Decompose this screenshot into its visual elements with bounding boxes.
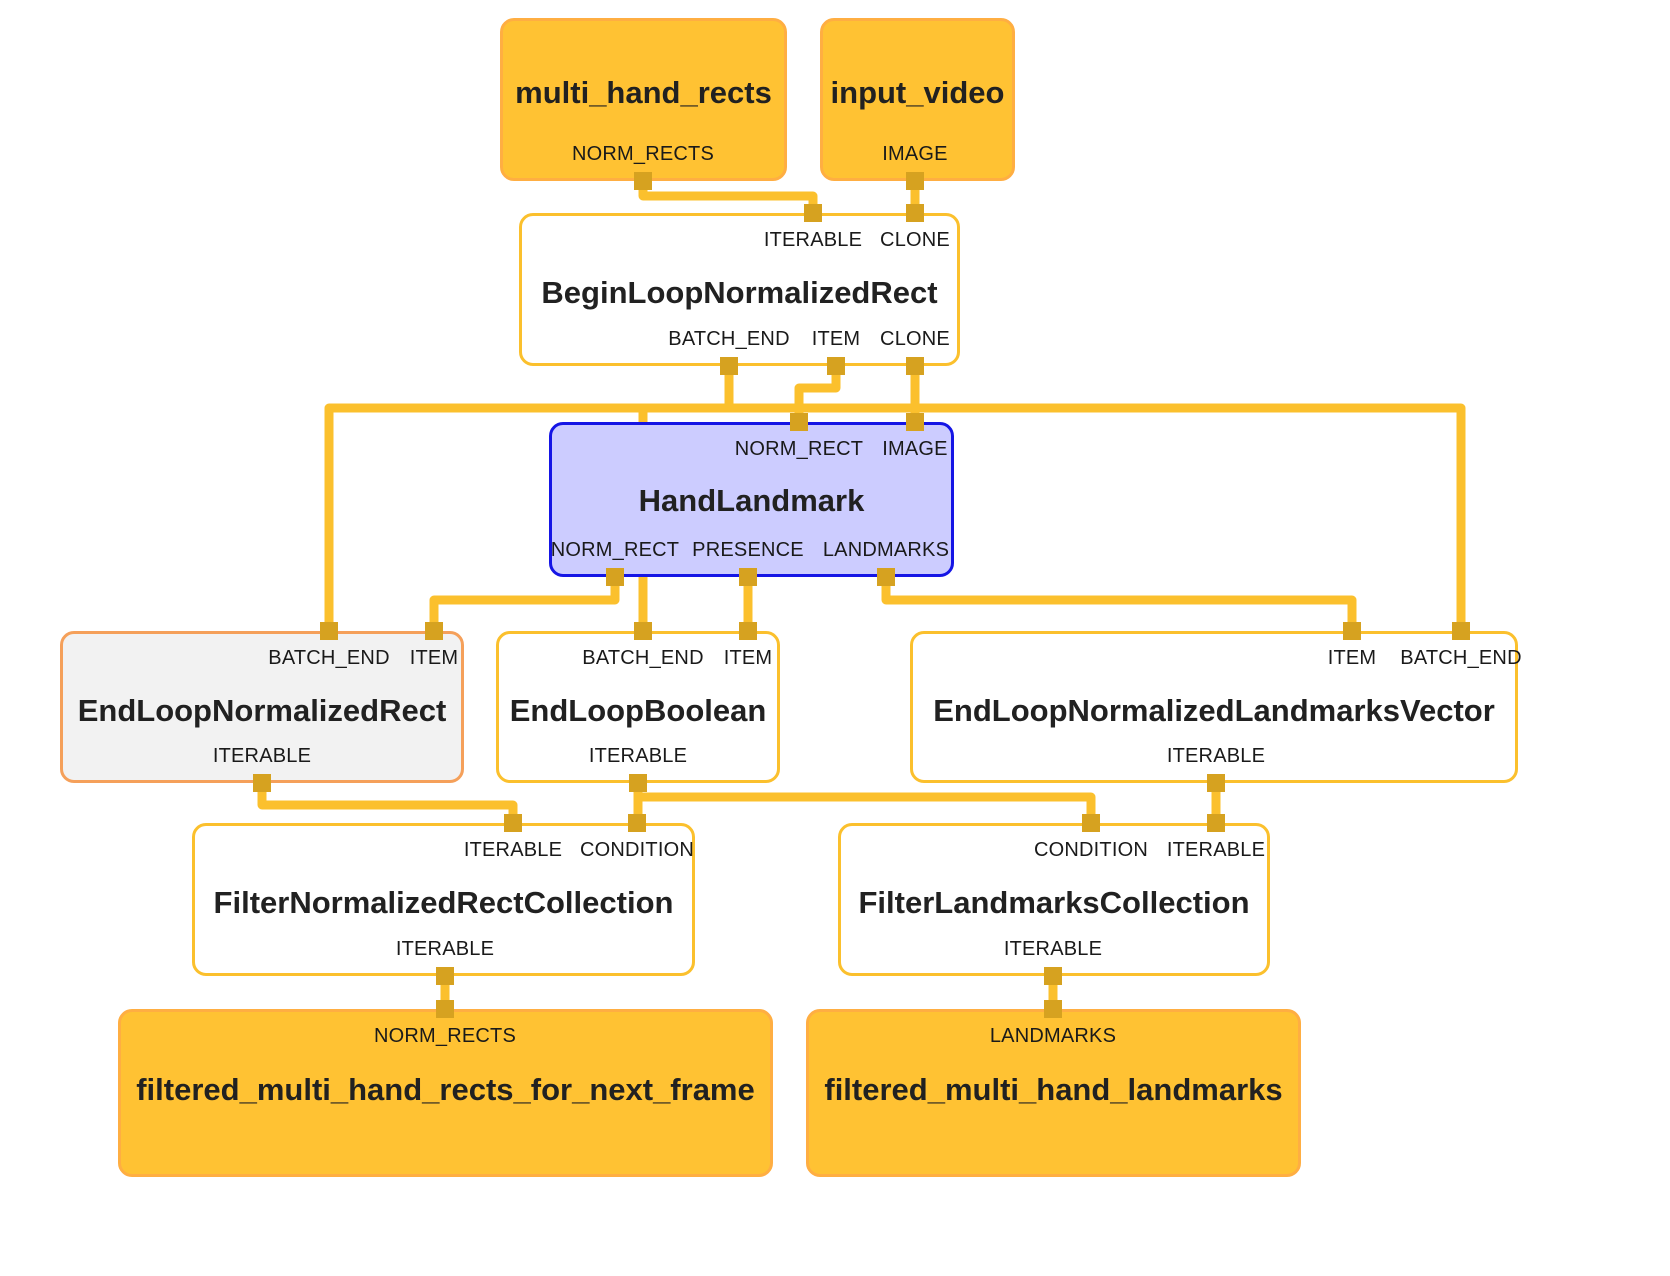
port-in-clone[interactable]: [906, 204, 924, 222]
node-filtered_multi_hand_landmarks[interactable]: filtered_multi_hand_landmarks: [806, 1009, 1301, 1177]
node-filtered_multi_hand_rects_for_next_frame[interactable]: filtered_multi_hand_rects_for_next_frame: [118, 1009, 773, 1177]
node-title: BeginLoopNormalizedRect: [541, 275, 938, 310]
port-in-item[interactable]: [425, 622, 443, 640]
node-title: FilterLandmarksCollection: [858, 885, 1250, 920]
edge[interactable]: [638, 181, 818, 213]
node-title: HandLandmark: [638, 483, 865, 518]
port-out-norm_rects[interactable]: [634, 172, 652, 190]
port-label-out-clone: CLONE: [880, 328, 950, 350]
port-out-norm_rect[interactable]: [606, 568, 624, 586]
node-title: filtered_multi_hand_landmarks: [824, 1072, 1283, 1107]
port-label-out-landmarks: LANDMARKS: [822, 539, 950, 561]
port-in-iterable[interactable]: [1207, 814, 1225, 832]
port-label-out-norm_rect: NORM_RECT: [550, 539, 680, 561]
node-multi_hand_rects[interactable]: multi_hand_rects: [500, 18, 787, 181]
node-title: FilterNormalizedRectCollection: [213, 885, 674, 920]
port-out-iterable[interactable]: [629, 774, 647, 792]
port-in-landmarks[interactable]: [1044, 1000, 1062, 1018]
port-in-iterable[interactable]: [804, 204, 822, 222]
port-out-batch_end[interactable]: [720, 357, 738, 375]
port-label-in-item: ITEM: [723, 647, 773, 669]
port-in-norm_rect[interactable]: [790, 413, 808, 431]
port-in-batch_end[interactable]: [320, 622, 338, 640]
node-title: EndLoopBoolean: [509, 693, 767, 728]
port-label-in-landmarks: LANDMARKS: [989, 1025, 1117, 1047]
port-label-in-iterable: ITERABLE: [463, 839, 563, 861]
port-in-item[interactable]: [1343, 622, 1361, 640]
port-in-batch_end[interactable]: [634, 622, 652, 640]
port-label-in-item: ITEM: [1327, 647, 1377, 669]
node-EndLoopNormalizedRect[interactable]: EndLoopNormalizedRect: [60, 631, 464, 783]
port-label-in-condition: CONDITION: [1033, 839, 1149, 861]
port-label-in-item: ITEM: [409, 647, 459, 669]
port-in-batch_end[interactable]: [1452, 622, 1470, 640]
edge[interactable]: [881, 577, 1357, 631]
port-label-out-iterable: ITERABLE: [588, 745, 688, 767]
port-label-out-item: ITEM: [811, 328, 861, 350]
port-label-in-batch_end: BATCH_END: [268, 647, 390, 669]
node-title: filtered_multi_hand_rects_for_next_frame: [136, 1072, 755, 1107]
port-out-iterable[interactable]: [1044, 967, 1062, 985]
port-label-out-iterable: ITERABLE: [1003, 938, 1103, 960]
port-label-out-iterable: ITERABLE: [212, 745, 312, 767]
port-out-landmarks[interactable]: [877, 568, 895, 586]
port-label-in-clone: CLONE: [880, 229, 950, 251]
port-label-out-batch_end: BATCH_END: [668, 328, 790, 350]
edge[interactable]: [324, 366, 734, 631]
port-label-out-norm_rects: NORM_RECTS: [571, 143, 715, 165]
port-in-iterable[interactable]: [504, 814, 522, 832]
port-in-condition[interactable]: [1082, 814, 1100, 832]
port-label-in-condition: CONDITION: [579, 839, 695, 861]
node-title: EndLoopNormalizedRect: [77, 693, 447, 728]
node-EndLoopNormalizedLandmarksVector[interactable]: EndLoopNormalizedLandmarksVector: [910, 631, 1518, 783]
port-out-presence[interactable]: [739, 568, 757, 586]
port-label-in-iterable: ITERABLE: [763, 229, 863, 251]
port-label-out-image: IMAGE: [882, 143, 948, 165]
port-in-item[interactable]: [739, 622, 757, 640]
edge[interactable]: [257, 783, 518, 823]
port-label-in-batch_end: BATCH_END: [1400, 647, 1522, 669]
port-label-out-iterable: ITERABLE: [395, 938, 495, 960]
node-BeginLoopNormalizedRect[interactable]: BeginLoopNormalizedRect: [519, 213, 960, 366]
node-title: multi_hand_rects: [515, 75, 772, 110]
port-label-in-iterable: ITERABLE: [1166, 839, 1266, 861]
port-in-image[interactable]: [906, 413, 924, 431]
edge[interactable]: [729, 403, 1466, 631]
port-label-in-image: IMAGE: [882, 438, 948, 460]
port-out-iterable[interactable]: [436, 967, 454, 985]
port-label-in-batch_end: BATCH_END: [582, 647, 704, 669]
port-label-out-presence: PRESENCE: [692, 539, 804, 561]
port-label-in-norm_rects: NORM_RECTS: [373, 1025, 517, 1047]
node-title: input_video: [830, 75, 1005, 110]
port-out-clone[interactable]: [906, 357, 924, 375]
node-FilterNormalizedRectCollection[interactable]: FilterNormalizedRectCollection: [192, 823, 695, 976]
port-label-in-norm_rect: NORM_RECT: [734, 438, 864, 460]
port-out-iterable[interactable]: [1207, 774, 1225, 792]
node-EndLoopBoolean[interactable]: EndLoopBoolean: [496, 631, 780, 783]
port-out-iterable[interactable]: [253, 774, 271, 792]
edge[interactable]: [429, 577, 620, 631]
edge[interactable]: [638, 792, 1096, 823]
port-out-image[interactable]: [906, 172, 924, 190]
port-out-item[interactable]: [827, 357, 845, 375]
port-in-norm_rects[interactable]: [436, 1000, 454, 1018]
node-title: EndLoopNormalizedLandmarksVector: [933, 693, 1495, 728]
port-in-condition[interactable]: [628, 814, 646, 832]
node-HandLandmark[interactable]: HandLandmark: [549, 422, 954, 577]
port-label-out-iterable: ITERABLE: [1166, 745, 1266, 767]
